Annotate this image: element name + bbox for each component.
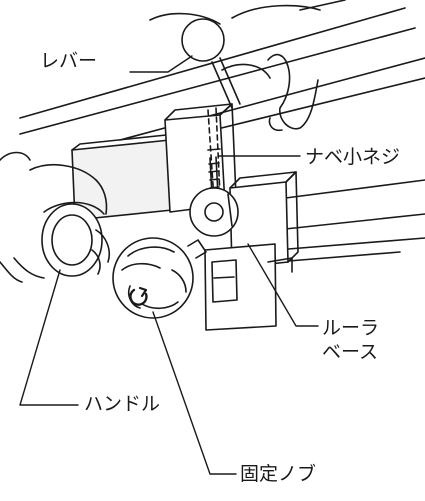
label-handle: ハンドル [84, 393, 161, 415]
label-ruler-base-line1: ルーラ [322, 317, 380, 339]
ruler-base [204, 171, 299, 331]
rail [19, 0, 425, 149]
fixing-knob [112, 237, 207, 319]
label-pan-head-screw: ナベ小ネジ [305, 146, 401, 168]
hand-top [149, 4, 321, 132]
pivot [189, 187, 239, 237]
rear-block [71, 133, 177, 221]
ruler-bar [269, 179, 425, 263]
handle-and-hand [0, 151, 111, 283]
label-ruler-base-line2: ベース [322, 340, 379, 363]
leader-lines [19, 55, 319, 475]
label-lever: レバー [40, 50, 98, 72]
label-ruler-base: ルーラ ベース [322, 317, 379, 365]
label-fixing-knob: 固定ノブ [240, 463, 317, 485]
lever-handle [181, 18, 241, 109]
